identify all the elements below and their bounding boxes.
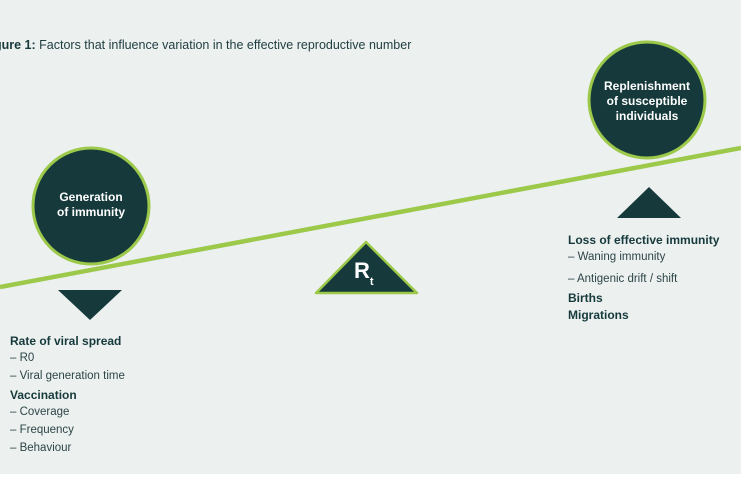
right-circle-line2: of susceptible	[606, 94, 688, 108]
right-item-waning: – Waning immunity	[568, 251, 666, 263]
down-arrow-icon	[58, 290, 122, 320]
left-circle-line2: of immunity	[57, 205, 125, 219]
right-item-antigenic: – Antigenic drift / shift	[568, 273, 678, 285]
left-heading-viral-spread: Rate of viral spread	[10, 334, 122, 348]
right-heading-loss-immunity: Loss of effective immunity	[568, 233, 720, 247]
left-item-behaviour: – Behaviour	[10, 442, 72, 454]
left-item-r0: – R0	[10, 352, 35, 364]
left-circle-line1: Generation	[59, 190, 123, 204]
caption-prefix: gure 1:	[0, 38, 36, 52]
right-circle	[587, 40, 707, 160]
rt-symbol: Rt	[354, 258, 374, 289]
left-heading-vaccination: Vaccination	[10, 388, 77, 402]
left-item-frequency: – Frequency	[10, 424, 74, 436]
up-arrow-icon	[617, 187, 681, 218]
caption-text: Factors that influence variation in the …	[35, 38, 412, 52]
lever-line	[0, 145, 741, 290]
left-circle-label: Generation of immunity	[41, 190, 141, 220]
left-item-generation-time: – Viral generation time	[10, 370, 125, 382]
right-factor-list: Loss of effective immunity – Waning immu…	[568, 233, 719, 325]
rt-letter: R	[354, 258, 370, 283]
right-heading-migrations: Migrations	[568, 308, 629, 322]
right-circle-line1: Replenishment	[603, 79, 690, 93]
fulcrum-triangle	[314, 240, 419, 295]
right-heading-births: Births	[568, 291, 603, 305]
left-factor-list: Rate of viral spread – R0 – Viral genera…	[10, 334, 125, 460]
rt-subscript: t	[369, 276, 374, 289]
right-circle-label: Replenishment of susceptible individuals	[597, 79, 697, 124]
left-item-coverage: – Coverage	[10, 406, 70, 418]
left-circle	[31, 146, 151, 266]
figure-caption: gure 1: Factors that influence variation…	[0, 38, 411, 52]
right-circle-line3: individuals	[615, 109, 679, 123]
